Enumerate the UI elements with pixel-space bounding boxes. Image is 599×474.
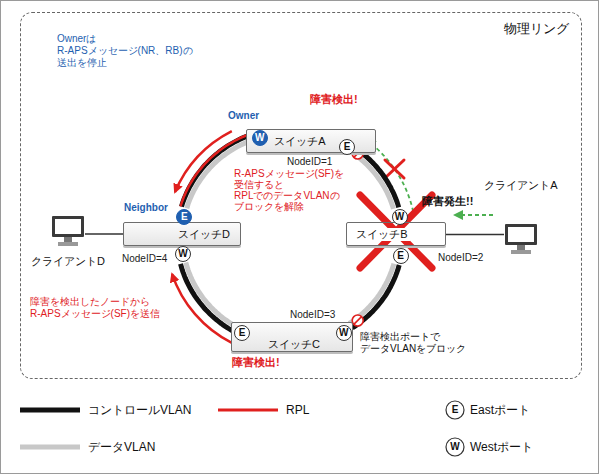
data-vlan-line [354,154,394,209]
annotation: 障害検出! [232,356,280,369]
data-vlan-line [186,263,235,327]
port-letter: E [397,251,404,261]
text-line: R-APSメッセージ(SF)を送信 [30,308,160,320]
link-line [85,233,123,235]
annotation: Owner [228,110,259,122]
port-circle: E [176,209,192,225]
legend-text: RPL [286,403,309,417]
port-letter: E [344,142,351,152]
switch-box: スイッチANodeID=1WE [246,129,376,153]
switch-name: スイッチC [268,338,320,351]
client-pc: クライアントD [51,215,85,247]
monitor-stand [64,237,72,242]
monitor-frame [505,224,537,245]
data-vlan-line [349,264,394,324]
annotation: 障害検出ポートで データVLANをブロック [360,331,466,355]
legend-port-letter: W [450,441,459,453]
block-symbol [352,315,363,326]
switch-name: スイッチB [354,228,409,241]
legend-text: コントロールVLAN [88,403,191,417]
port-circle: W [336,325,352,341]
monitor-base [511,250,531,254]
monitor-base [58,242,78,246]
port-letter: W [395,212,404,222]
annotation: 障害を検出したノードから R-APSメッセージ(SF)を送信 [30,296,160,320]
node-id: NodeID=2 [438,252,483,264]
traffic-arrow [455,214,493,216]
legend-line [20,445,80,450]
text-line: RPLでのデータVLANの [234,190,344,201]
client-label: クライアントD [31,255,105,268]
broken-mark [385,160,404,178]
legend-line [218,409,278,412]
text-line: ブロックを解除 [234,201,344,212]
legend-text: Eastポート [470,403,530,417]
legend-port-circle [446,401,464,419]
switch-box: スイッチDNodeID=4EW [123,222,241,246]
annotation: Neighbor [124,202,168,214]
switch-name: スイッチD [178,228,230,241]
text-line: Ownerは [57,33,193,45]
node-id: NodeID=3 [290,309,335,321]
legend-text: Westポート [470,440,533,454]
port-letter: W [339,328,348,338]
text-line: R-APSメッセージ(NR、RB)の [57,45,193,57]
annotation: R-APSメッセージ(SF)を 受信すると RPLでのデータVLANの ブロック… [234,168,344,212]
annotation: 障害検出! [310,93,358,106]
text-line: 障害を検出したノードから [30,296,160,308]
port-letter: W [255,133,264,143]
annotation: Ownerは R-APSメッセージ(NR、RB)の 送出を停止 [57,33,193,69]
legend-port-circle [446,438,464,456]
text-line: 送出を停止 [57,57,193,69]
text-line: 障害検出ポートで [360,331,466,343]
monitor-screen [508,227,534,242]
connector [85,234,123,235]
connector [349,264,399,328]
port-letter: W [178,249,187,259]
legend-port-letter: E [452,404,459,416]
connector [446,234,504,235]
port-circle: E [393,248,409,264]
port-circle: E [234,325,250,341]
node-id: NodeID=4 [122,253,167,265]
text-line: データVLANをブロック [360,343,466,355]
port-letter: E [181,212,188,222]
monitor-icon [504,223,538,255]
port-letter: E [239,328,246,338]
node-id: NodeID=1 [287,156,332,168]
link-line [446,234,504,236]
monitor-screen [55,219,81,234]
monitor-frame [52,216,84,237]
annotation: 障害発生!! [422,195,473,208]
connector [181,263,236,331]
legend-line [20,408,80,413]
monitor-stand [517,245,525,250]
port-circle: E [339,139,355,155]
text-line: R-APSメッセージ(SF)を [234,168,344,179]
client-label: クライアントA [484,179,557,192]
notify-arrow [175,131,232,192]
client-pc: クライアントA [504,223,538,255]
switch-name: スイッチA [274,135,325,148]
switch-box: スイッチBNodeID=2WE [346,222,446,246]
switch-box: スイッチCNodeID=3EW [231,322,353,352]
port-circle: W [175,246,191,262]
port-circle: W [252,130,268,146]
region-title: 物理リング [504,20,569,38]
legend-text: データVLAN [88,440,155,454]
port-circle: W [392,209,408,225]
monitor-icon [51,215,85,247]
text-line: 受信すると [234,179,344,190]
